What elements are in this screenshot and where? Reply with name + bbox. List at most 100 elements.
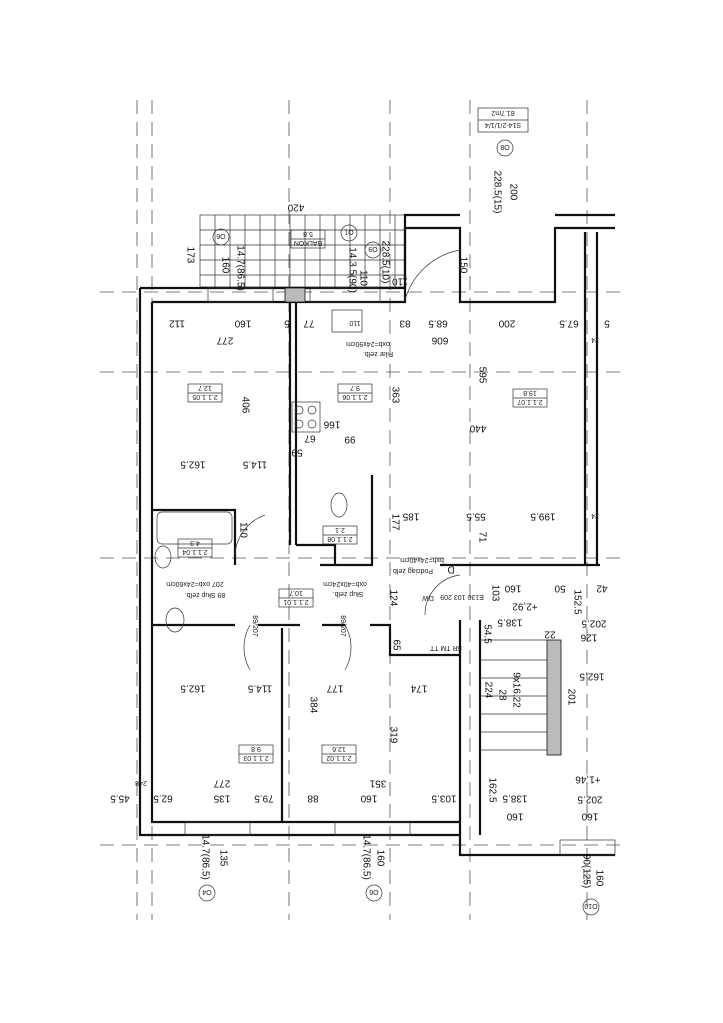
dimension-label: 200 [507, 184, 518, 201]
toilet-icon [165, 607, 185, 633]
dimension-label: 440 [469, 422, 486, 433]
room-tag: 2.1.1.039.8 [238, 744, 274, 764]
dimension-label: 14.3.5(90) [346, 247, 357, 293]
dimension-label: 185 [402, 510, 419, 521]
room-number: BALKON [294, 239, 322, 246]
room-area: 12.6 [332, 745, 346, 752]
dimension-label: 110 [392, 275, 408, 286]
stove-icon [291, 401, 321, 433]
dimension-label: 14.7(86.5) [234, 245, 245, 291]
dimension-label: 277 [213, 777, 230, 788]
door-swing [424, 574, 461, 616]
dimension-label: 90(125) [580, 854, 591, 888]
axis-marker: O6 [212, 228, 230, 246]
dimension-label: 54.5 [481, 624, 492, 644]
dimension-label: Podciąg żelb. [391, 567, 433, 574]
dimension-label: 110 [357, 270, 368, 286]
dimension-label: 103 [489, 585, 500, 602]
washbasin-icon [154, 545, 172, 569]
dimension-label: 277 [216, 334, 233, 345]
dimension-label: 67.5 [559, 317, 579, 328]
dimension-label: 5 [284, 317, 290, 328]
dimension-label: 160 [374, 850, 385, 867]
windows [184, 287, 616, 856]
unit-area: 81.7m2 [491, 109, 514, 116]
marker-label: O9 [368, 245, 377, 252]
dimension-label: 160 [504, 582, 521, 593]
dimension-label: 14.7(86.5) [360, 834, 371, 880]
dimension-label: 103.5 [431, 792, 456, 803]
room-number: 2.1.1.07 [517, 398, 542, 405]
door-swing [404, 249, 461, 301]
dimension-label: D [447, 563, 454, 574]
axis-marker: O4 [198, 884, 216, 902]
dimension-label: +1,46 [575, 773, 601, 784]
room-tags: BALKON5.82.1.1.0512.72.1.1.069.72.1.1.07… [177, 229, 548, 764]
dimension-label: 199.5 [530, 510, 555, 521]
dimension-label: 62.5 [153, 792, 173, 803]
dimension-label: 162.5 [180, 458, 205, 469]
dimension-label: 138.5 [502, 792, 527, 803]
marker-label: O8 [500, 143, 509, 150]
room-area: 4.3 [190, 539, 200, 546]
dimension-label: 420 [287, 201, 304, 212]
dimension-label: 166 [323, 418, 340, 429]
room-tag: BALKON 5.8 [290, 229, 326, 249]
dimension-label: 162.5 [579, 670, 604, 681]
dimension-label: oxb=40x24cm [323, 580, 367, 587]
dimension-label: 9x16.22 [510, 672, 521, 708]
room-area: 9.7 [350, 384, 360, 391]
dimension-label: 28 [496, 689, 507, 701]
dimension-label: 200 [498, 317, 515, 328]
room-number: 2.1.1.08 [327, 535, 352, 542]
dimension-label: 595 [476, 367, 487, 384]
room-number: 2.1.1.06 [342, 393, 367, 400]
marker-label: O4 [202, 888, 211, 895]
dimension-label: 160 [593, 870, 604, 887]
axis-marker: O9 [364, 241, 382, 259]
dimension-label: 110 [349, 319, 360, 326]
dimension-label: 160 [506, 810, 523, 821]
dimension-label: 59 [291, 446, 303, 457]
room-area: 10.7 [289, 589, 303, 596]
balcony [199, 214, 406, 288]
room-number: 2.1.1.01 [283, 598, 308, 605]
dimension-label: 162.5 [180, 682, 205, 693]
marker-label: O10 [584, 902, 597, 909]
room-number: 2.1.1.04 [182, 548, 207, 555]
walls [138, 213, 615, 857]
dimension-label: 68.5 [428, 317, 448, 328]
dimension-label: 89/207 [339, 615, 346, 637]
dimension-label: 42 [596, 582, 608, 593]
dimension-label: 228.5(15) [491, 171, 502, 214]
dimension-label: 14.7(86.5) [199, 834, 210, 880]
dimension-label: 138.5 [497, 616, 522, 627]
axis-marker: O6 [365, 884, 383, 902]
marker-label: O1 [344, 228, 353, 235]
dimension-label: 65 [390, 639, 401, 651]
dimension-label: 110 [237, 522, 248, 538]
room-area: 9.8 [251, 745, 261, 752]
room-area: 5.8 [303, 230, 313, 237]
dimension-label: 160 [219, 257, 230, 274]
unit-id: S14-2/1/1/4 [485, 121, 521, 128]
dimension-label: 160 [234, 317, 251, 328]
room-tag: 2.1.1.082.1 [322, 525, 358, 545]
toilet-icon [330, 492, 348, 518]
dimension-label: 207 oxb=24x60cm [166, 580, 224, 587]
title-block: S14-2/1/1/4 81.7m2 [477, 107, 529, 133]
dimension-label: DW [422, 594, 434, 601]
dimension-label: 83 [399, 317, 411, 328]
dimension-label: 177 [326, 682, 343, 693]
dimension-label: E130 103 209 [440, 593, 484, 600]
dimension-label: bxh=24x40cm [400, 556, 444, 563]
dimension-label: 114.5 [247, 682, 272, 693]
door-swing [243, 624, 352, 671]
dimension-label: 126 [580, 631, 597, 642]
dimension-label: 406 [239, 397, 250, 414]
dimension-label: 24 [591, 336, 599, 343]
dimension-label: 135 [213, 792, 230, 803]
